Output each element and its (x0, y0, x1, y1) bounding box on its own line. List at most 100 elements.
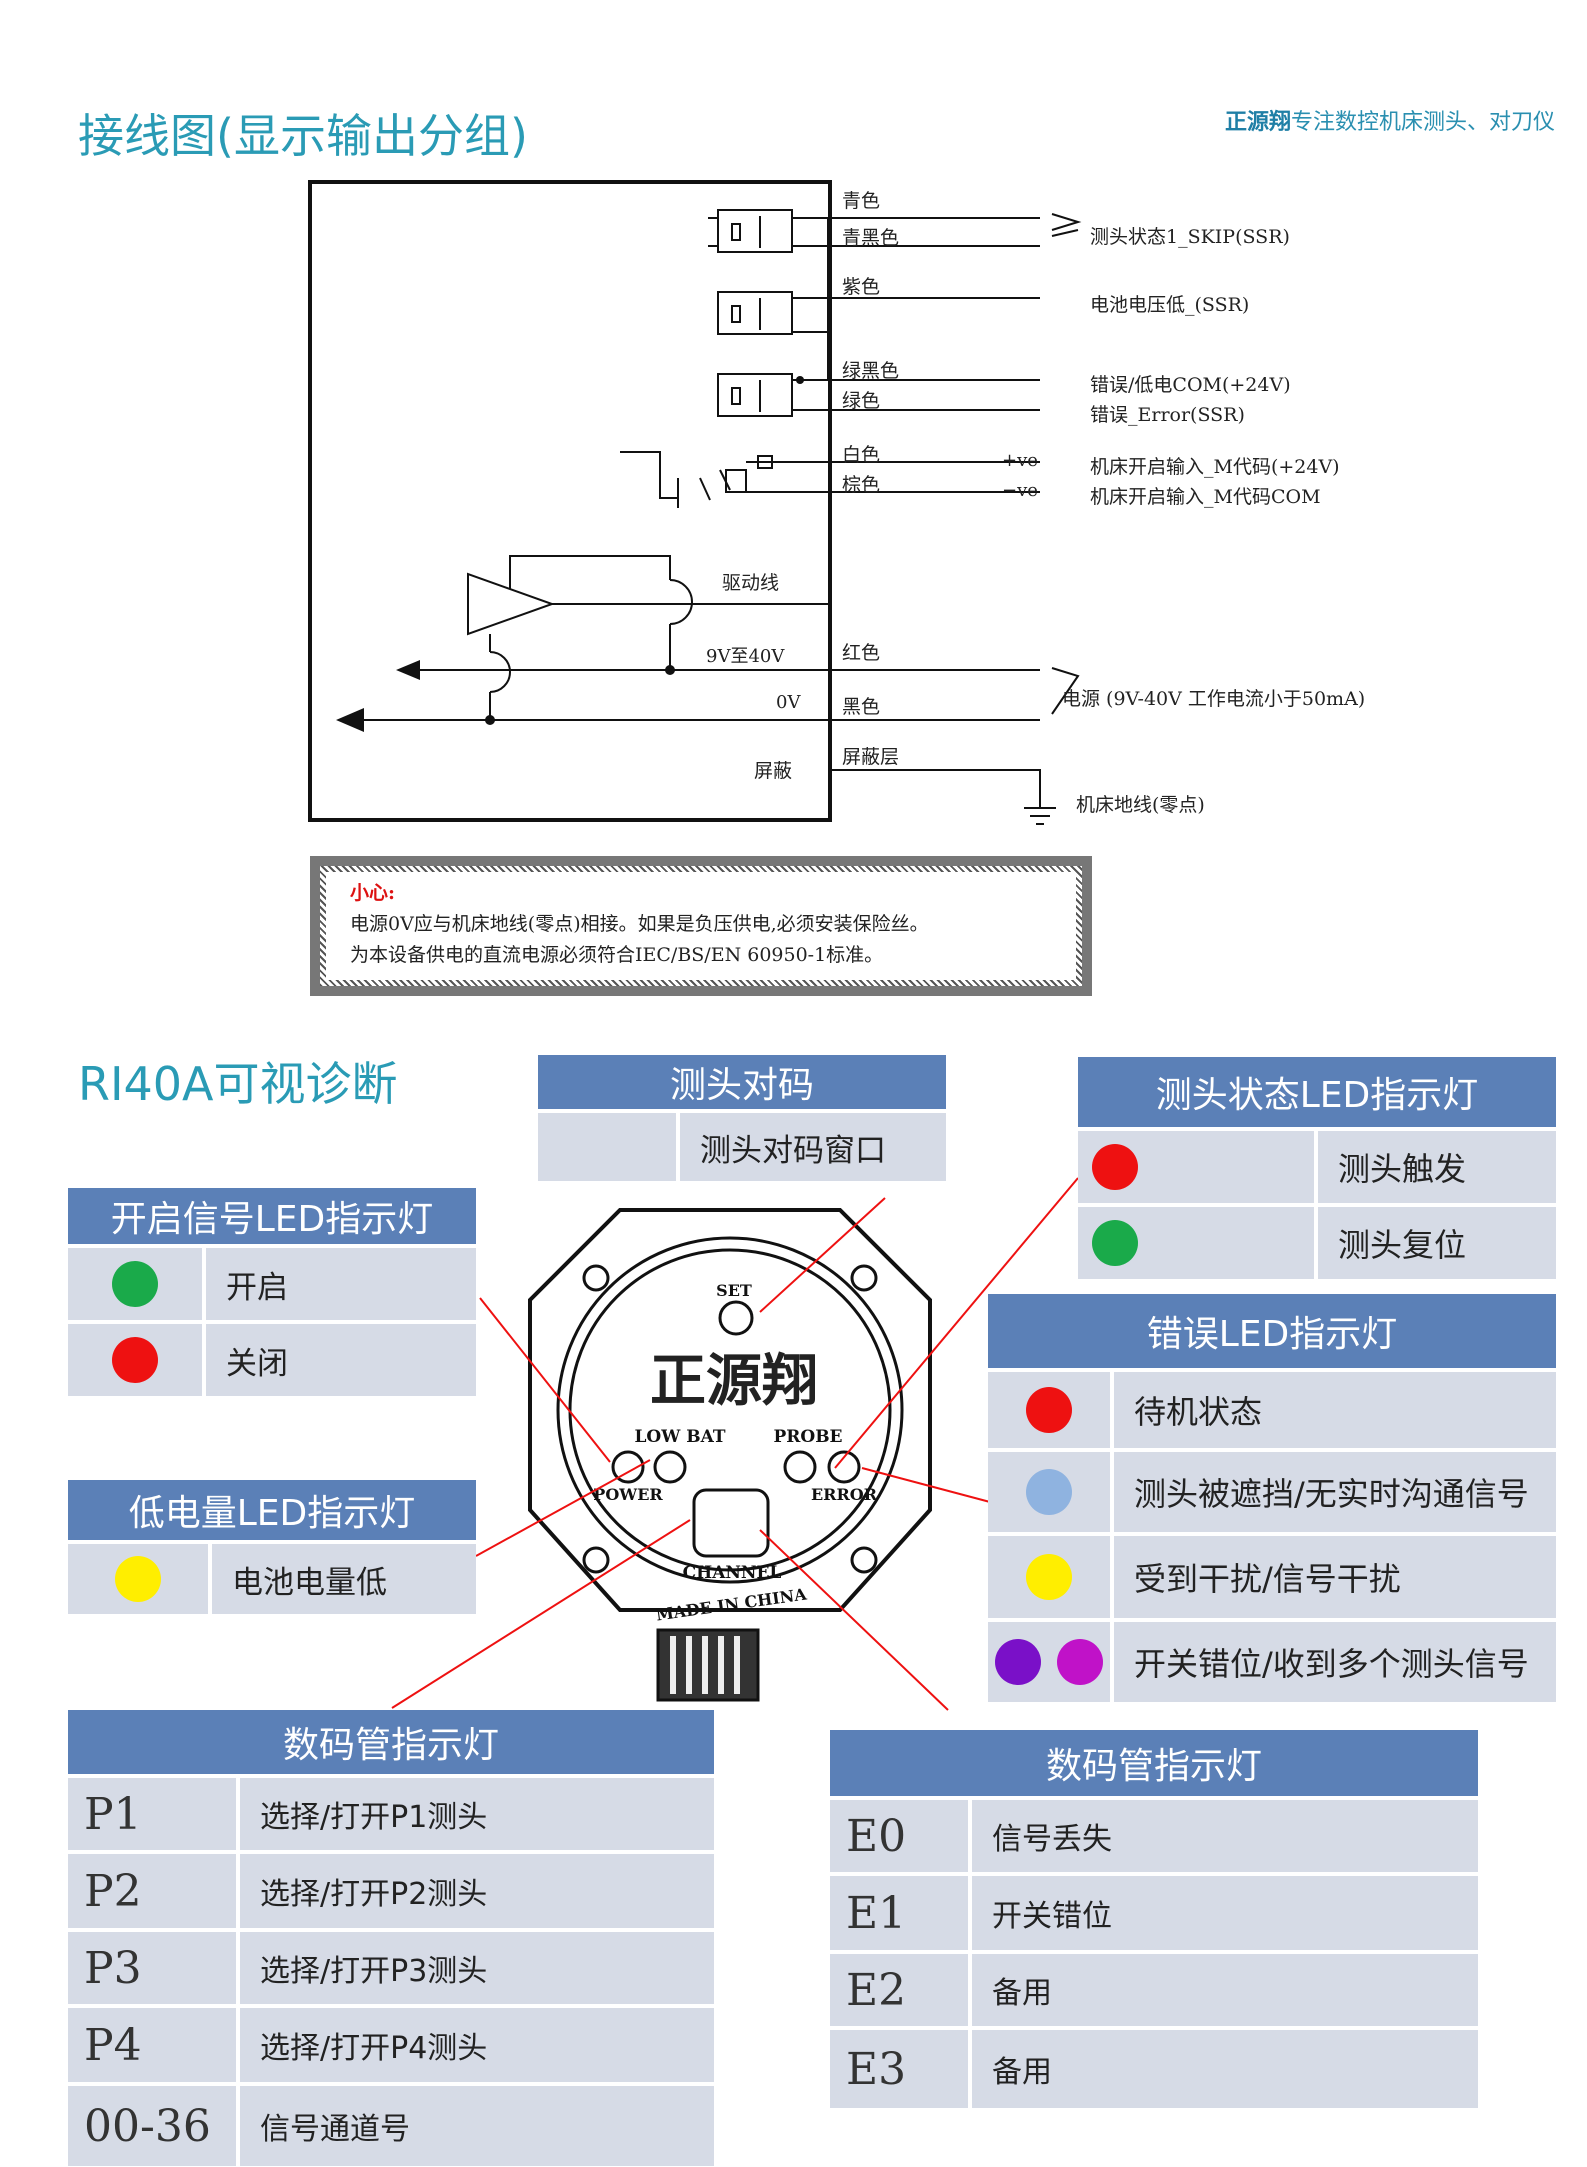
table-row: P1 选择/打开P1测头 (68, 1778, 714, 1854)
power-label: POWER (593, 1485, 663, 1504)
empty-cell (538, 1113, 680, 1181)
table-row: E3 备用 (830, 2030, 1478, 2108)
red-led-icon (1026, 1387, 1072, 1433)
digit-label: 备用 (992, 1976, 1052, 2011)
diagnosis-title: RI40A可视诊断 (78, 1057, 398, 1111)
brand-header: 正源翔专注数控机床测头、对刀仪 (1225, 104, 1555, 136)
lowbat-led-table: 低电量LED指示灯 电池电量低 (68, 1480, 476, 1618)
wire-label-1: 青色 (842, 190, 881, 212)
digit-right-table: 数码管指示灯 E0 信号丢失 E1 开关错位 E2 备用 E3 备用 (830, 1730, 1478, 2108)
power-led-header: 开启信号LED指示灯 (68, 1188, 476, 1248)
signal-7: 电源 (9V-40V 工作电流小于50mA) (1062, 688, 1366, 710)
digit-label: 信号丢失 (992, 1822, 1112, 1857)
lightblue-led-icon (1026, 1469, 1072, 1515)
digit-label: 开关错位 (992, 1899, 1112, 1934)
digit-code: P3 (68, 1932, 240, 2004)
digit-right-header: 数码管指示灯 (830, 1730, 1478, 1800)
digit-label: 选择/打开P4测头 (260, 2031, 488, 2066)
error-label: 测头被遮挡/无实时沟通信号 (1134, 1475, 1529, 1513)
red-led-icon (112, 1337, 158, 1383)
error-label: ERROR (811, 1485, 878, 1504)
error-led-header: 错误LED指示灯 (988, 1294, 1556, 1372)
digit-label: 选择/打开P1测头 (260, 1800, 488, 1835)
power-led-table: 开启信号LED指示灯 开启 关闭 (68, 1188, 476, 1400)
power-label: 关闭 (226, 1345, 288, 1382)
table-row: P2 选择/打开P2测头 (68, 1854, 714, 1932)
lowbat-label: 电池电量低 (232, 1564, 387, 1601)
error-label: 待机状态 (1134, 1393, 1263, 1431)
signal-6: 机床开启输入_M代码COM (1090, 486, 1321, 508)
pos-label: +ve (1002, 450, 1038, 471)
probe-code-row: 测头对码窗口 (700, 1132, 886, 1169)
wire-label-4: 绿黑色 (842, 360, 900, 382)
wire-label-3: 紫色 (842, 276, 881, 298)
device-drawing: SET 正源翔 LOW BAT POWER PROBE ERROR CHANNE… (528, 1208, 932, 1702)
digit-label: 备用 (992, 2055, 1052, 2090)
power-label: 开启 (226, 1269, 288, 1306)
digit-code: P2 (68, 1854, 240, 1928)
digit-left-table: 数码管指示灯 P1 选择/打开P1测头 P2 选择/打开P2测头 P3 选择/打… (68, 1710, 714, 2166)
brand-name: 正源翔 (1224, 110, 1291, 135)
channel-label: CHANNEL (683, 1563, 782, 1583)
yellow-led-icon (1026, 1554, 1072, 1600)
device-logo: 正源翔 (650, 1349, 818, 1414)
wire-label-7: 棕色 (842, 474, 881, 496)
digit-code: E0 (830, 1800, 972, 1872)
drive-label: 驱动线 (722, 572, 780, 594)
device-box (308, 180, 832, 822)
wiring-diagram (308, 180, 1082, 825)
lowbat-label: LOW BAT (634, 1427, 725, 1447)
probe-code-header: 测头对码 (538, 1055, 946, 1113)
error-label: 受到干扰/信号干扰 (1134, 1560, 1401, 1598)
digit-code: E2 (830, 1954, 972, 2026)
digit-code: P1 (68, 1778, 240, 1850)
voltage-label: 9V至40V (706, 646, 785, 667)
table-row: 关闭 (68, 1324, 476, 1400)
magenta-led-icon (1057, 1639, 1103, 1685)
digit-label: 选择/打开P2测头 (260, 1877, 488, 1912)
table-row: 测头复位 (1078, 1207, 1556, 1283)
signal-4: 错误_Error(SSR) (1090, 404, 1245, 426)
signal-8: 机床地线(零点) (1076, 794, 1205, 816)
table-row: 电池电量低 (68, 1544, 476, 1618)
table-row: 开启 (68, 1248, 476, 1324)
lowbat-led-header: 低电量LED指示灯 (68, 1480, 476, 1544)
caution-line1: 电源0V应与机床地线(零点)相接。如果是负压供电,必须安装保险丝。 (350, 913, 929, 935)
brand-slogan: 专注数控机床测头、对刀仪 (1290, 110, 1555, 135)
wire-label-2: 青黑色 (842, 227, 900, 249)
digit-label: 信号通道号 (260, 2112, 410, 2147)
error-led-table: 错误LED指示灯 待机状态 测头被遮挡/无实时沟通信号 受到干扰/信号干扰 开关… (988, 1294, 1556, 1706)
table-row: 待机状态 (988, 1372, 1556, 1452)
probe-label: PROBE (773, 1427, 842, 1447)
probe-status-header: 测头状态LED指示灯 (1078, 1057, 1556, 1131)
red-led-icon (1092, 1144, 1138, 1190)
digit-code: E3 (830, 2030, 972, 2108)
table-row: 测头对码窗口 (538, 1113, 946, 1185)
green-led-icon (1092, 1220, 1138, 1266)
wire-label-9: 黑色 (842, 696, 881, 718)
probe-code-table: 测头对码 测头对码窗口 (538, 1055, 946, 1185)
wiring-title: 接线图(显示输出分组) (78, 109, 528, 163)
status-label: 测头复位 (1338, 1226, 1467, 1264)
error-label: 开关错位/收到多个测头信号 (1134, 1645, 1529, 1683)
table-row: P4 选择/打开P4测头 (68, 2008, 714, 2086)
signal-5: 机床开启输入_M代码(+24V) (1090, 456, 1340, 478)
table-row: 测头触发 (1078, 1131, 1556, 1207)
digit-code: 00-36 (68, 2086, 240, 2166)
digit-code: P4 (68, 2008, 240, 2082)
zero-label: 0V (776, 692, 801, 713)
digit-left-header: 数码管指示灯 (68, 1710, 714, 1778)
probe-status-table: 测头状态LED指示灯 测头触发 测头复位 (1078, 1057, 1556, 1283)
table-row: E2 备用 (830, 1954, 1478, 2030)
digit-code: E1 (830, 1876, 972, 1950)
signal-1: 测头状态1_SKIP(SSR) (1090, 226, 1290, 248)
shield-label: 屏蔽 (754, 760, 793, 782)
table-row: E1 开关错位 (830, 1876, 1478, 1954)
signal-2: 电池电压低_(SSR) (1090, 294, 1250, 316)
caution-frame: 小心: 电源0V应与机床地线(零点)相接。如果是负压供电,必须安装保险丝。 为本… (310, 856, 1092, 996)
wire-label-8: 红色 (842, 642, 881, 664)
table-row: E0 信号丢失 (830, 1800, 1478, 1876)
status-label: 测头触发 (1338, 1150, 1467, 1188)
signal-3: 错误/低电COM(+24V) (1090, 374, 1291, 396)
